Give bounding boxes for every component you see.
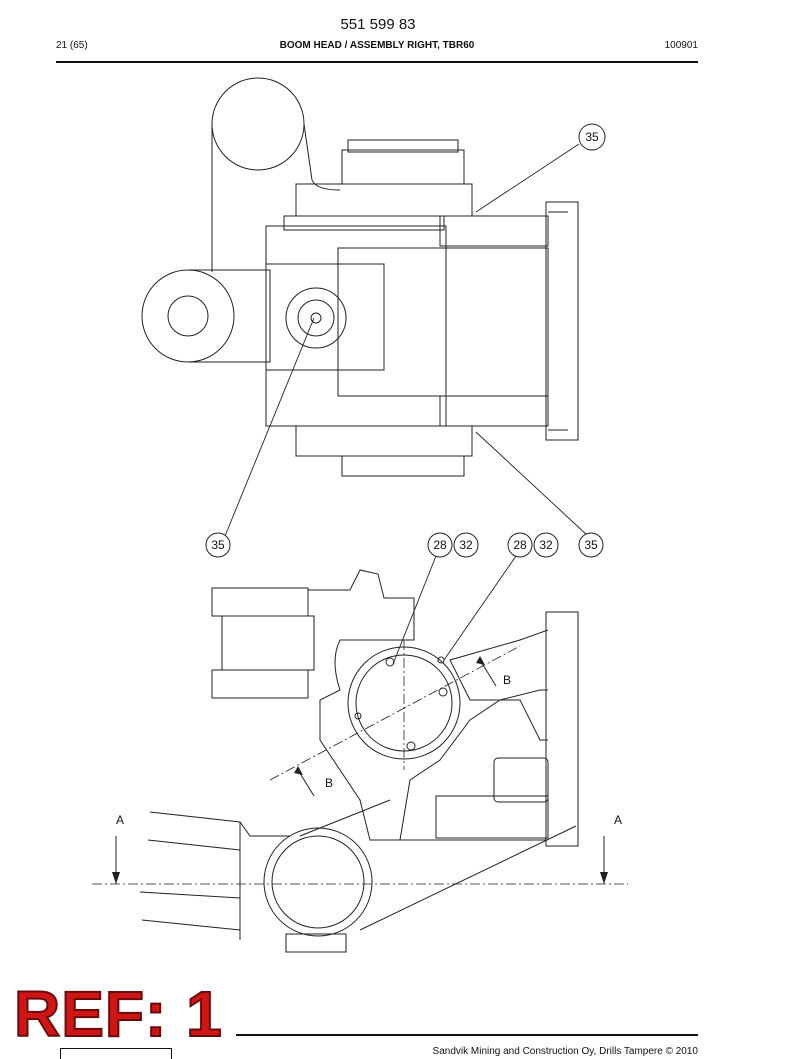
company-logo [60,1048,172,1059]
section-label-b-upper: B [503,673,511,687]
section-label-a-right: A [614,813,622,827]
svg-text:35: 35 [585,130,599,144]
callout-28-b: 28 [507,532,533,558]
document-title: BOOM HEAD / ASSEMBLY RIGHT, TBR60 [279,40,475,51]
svg-text:32: 32 [539,538,553,552]
bottom-view [139,569,579,953]
svg-text:35: 35 [211,538,225,552]
leader-lines [224,143,589,665]
footer-rule [236,1034,698,1036]
svg-text:28: 28 [513,538,527,552]
header-row: BOOM HEAD / ASSEMBLY RIGHT, TBR60 21 (65… [56,40,698,56]
svg-text:32: 32 [459,538,473,552]
document-date: 100901 [664,40,698,51]
callout-32-b: 32 [533,532,559,558]
section-label-a-left: A [116,813,124,827]
centerlines [92,640,628,885]
section-label-b-lower: B [325,776,333,790]
top-view [141,77,579,477]
footer-copyright: Sandvik Mining and Construction Oy, Dril… [432,1046,698,1057]
callout-35-right: 35 [578,532,604,558]
ref-stamp: REF: 1 [13,978,223,1050]
svg-text:28: 28 [433,538,447,552]
callout-35-top: 35 [578,123,606,151]
callout-32-a: 32 [453,532,479,558]
page-number: 21 (65) [56,40,88,51]
header-rule [56,61,698,63]
svg-text:35: 35 [584,538,598,552]
callout-28-a: 28 [427,532,453,558]
callout-35-left: 35 [205,532,231,558]
document-number: 551 599 83 [340,16,416,33]
